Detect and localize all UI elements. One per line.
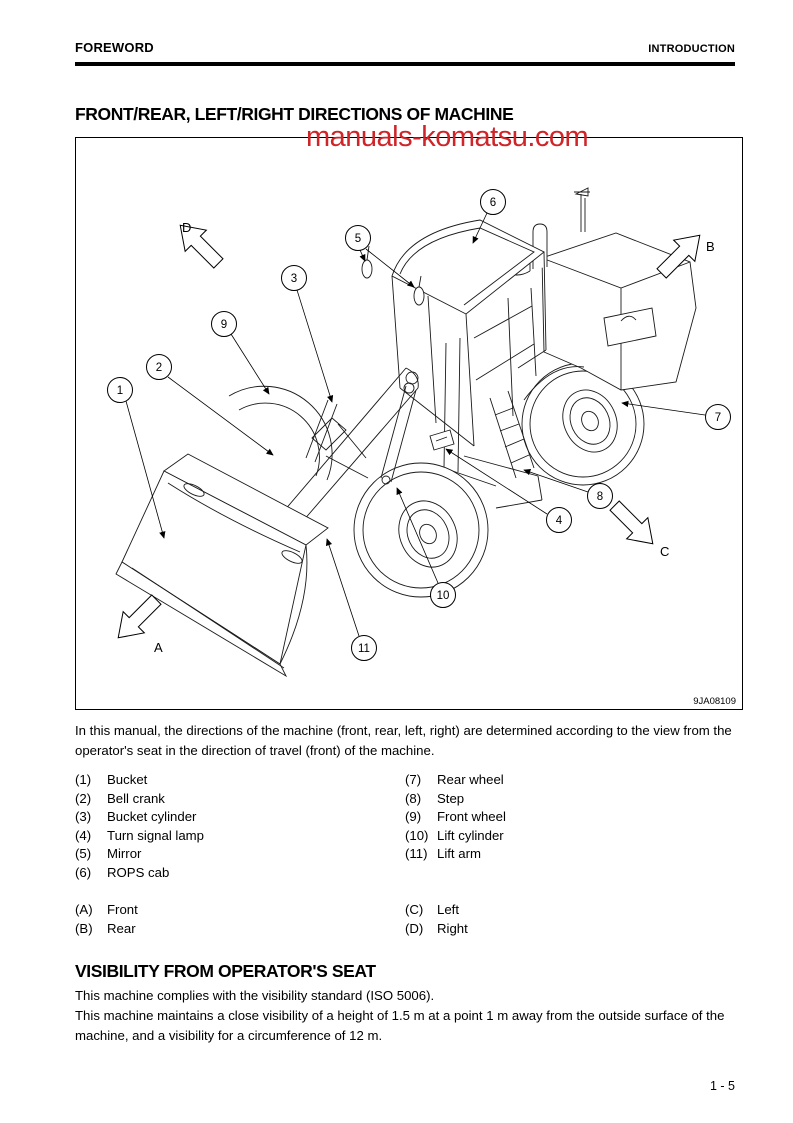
figure-code: 9JA08109 [693, 696, 736, 707]
list-item: (10)Lift cylinder [405, 827, 504, 843]
list-item: (A)Front [75, 902, 138, 917]
svg-text:10: 10 [437, 590, 450, 602]
list-item: (7)Rear wheel [405, 772, 504, 787]
list-item: (9)Front wheel [405, 809, 506, 825]
bell-crank [305, 399, 367, 463]
front-left-wheel [228, 385, 333, 481]
svg-text:11: 11 [358, 643, 370, 655]
callout-1: 1 [107, 377, 133, 403]
callout-7: 7 [705, 404, 731, 430]
watermark: manuals-komatsu.com [306, 121, 589, 153]
mirrors [361, 245, 425, 306]
parts-list-right: (7)Rear wheel (8)Step (9)Front wheel (10… [405, 771, 506, 864]
page-number: 1 - 5 [709, 1079, 735, 1093]
list-item: (D)Right [405, 920, 468, 936]
bucket [115, 453, 329, 678]
callout-3: 3 [281, 265, 307, 291]
turn-signal-lamp [429, 429, 455, 451]
header-rule [75, 62, 735, 66]
list-item: (2)Bell crank [75, 790, 165, 806]
list-item: (B)Rear [75, 920, 136, 936]
list-item: (8)Step [405, 790, 465, 806]
callout-4: 4 [546, 507, 572, 533]
svg-text:3: 3 [291, 273, 297, 285]
letter-B: B [706, 239, 715, 254]
page-title: FRONT/REAR, LEFT/RIGHT DIRECTIONS OF MAC… [75, 104, 514, 124]
svg-text:5: 5 [355, 233, 361, 245]
loader-illustration [115, 187, 697, 678]
intro-paragraph: In this manual, the directions of the ma… [75, 723, 732, 758]
rops-cab [391, 219, 547, 447]
svg-text:7: 7 [715, 412, 721, 424]
antenna [580, 194, 586, 232]
engine-hood [503, 187, 697, 401]
list-item: (C)Left [405, 902, 459, 917]
list-item: (1)Bucket [75, 772, 148, 787]
callout-6: 6 [480, 189, 506, 215]
arrow-rear-direction [656, 234, 701, 279]
callout-9: 9 [211, 311, 237, 337]
callout-11: 11 [351, 635, 377, 661]
letter-D: D [182, 220, 191, 235]
arrow-left-direction [609, 500, 654, 545]
svg-text:4: 4 [556, 515, 563, 527]
directions-list-right: (C)Left (D)Right [405, 901, 468, 938]
machine-figure: 1 2 3 4 5 6 7 8 9 10 11 A B [75, 137, 743, 710]
callout-10: 10 [430, 582, 456, 608]
visibility-title: VISIBILITY FROM OPERATOR'S SEAT [75, 961, 376, 981]
list-item: (5)Mirror [75, 846, 142, 862]
list-item: (4)Turn signal lamp [75, 827, 204, 843]
svg-text:6: 6 [490, 197, 496, 209]
direction-letters: A B C D [154, 220, 715, 655]
list-item: (3)Bucket cylinder [75, 809, 197, 825]
svg-text:8: 8 [597, 491, 603, 503]
callout-8: 8 [587, 483, 613, 509]
step-ladder [489, 390, 535, 479]
header-introduction: INTRODUCTION [648, 43, 735, 55]
callout-5: 5 [345, 225, 371, 251]
callout-leaders [125, 212, 706, 637]
callout-2: 2 [146, 354, 172, 380]
parts-list-left: (1)Bucket (2)Bell crank (3)Bucket cylind… [75, 771, 204, 883]
svg-text:9: 9 [221, 319, 227, 331]
letter-A: A [154, 640, 163, 655]
list-item: (6)ROPS cab [75, 864, 170, 880]
list-item: (11)Lift arm [405, 846, 481, 862]
arrow-right-direction [179, 224, 224, 269]
header-foreword: FOREWORD [75, 40, 154, 55]
exhaust-stack [532, 223, 548, 269]
front-wheel [353, 462, 489, 598]
visibility-text: This machine complies with the visibilit… [75, 988, 725, 1043]
svg-text:1: 1 [117, 385, 123, 397]
machine-drawing: 1 2 3 4 5 6 7 8 9 10 11 A B [107, 187, 736, 707]
directions-list-left: (A)Front (B)Rear [75, 901, 138, 938]
letter-C: C [660, 544, 669, 559]
direction-arrows [117, 224, 701, 639]
svg-text:2: 2 [156, 362, 162, 374]
arrow-front-direction [117, 594, 162, 639]
bucket-cylinder [305, 399, 338, 463]
callouts: 1 2 3 4 5 6 7 8 9 10 11 [107, 189, 731, 661]
